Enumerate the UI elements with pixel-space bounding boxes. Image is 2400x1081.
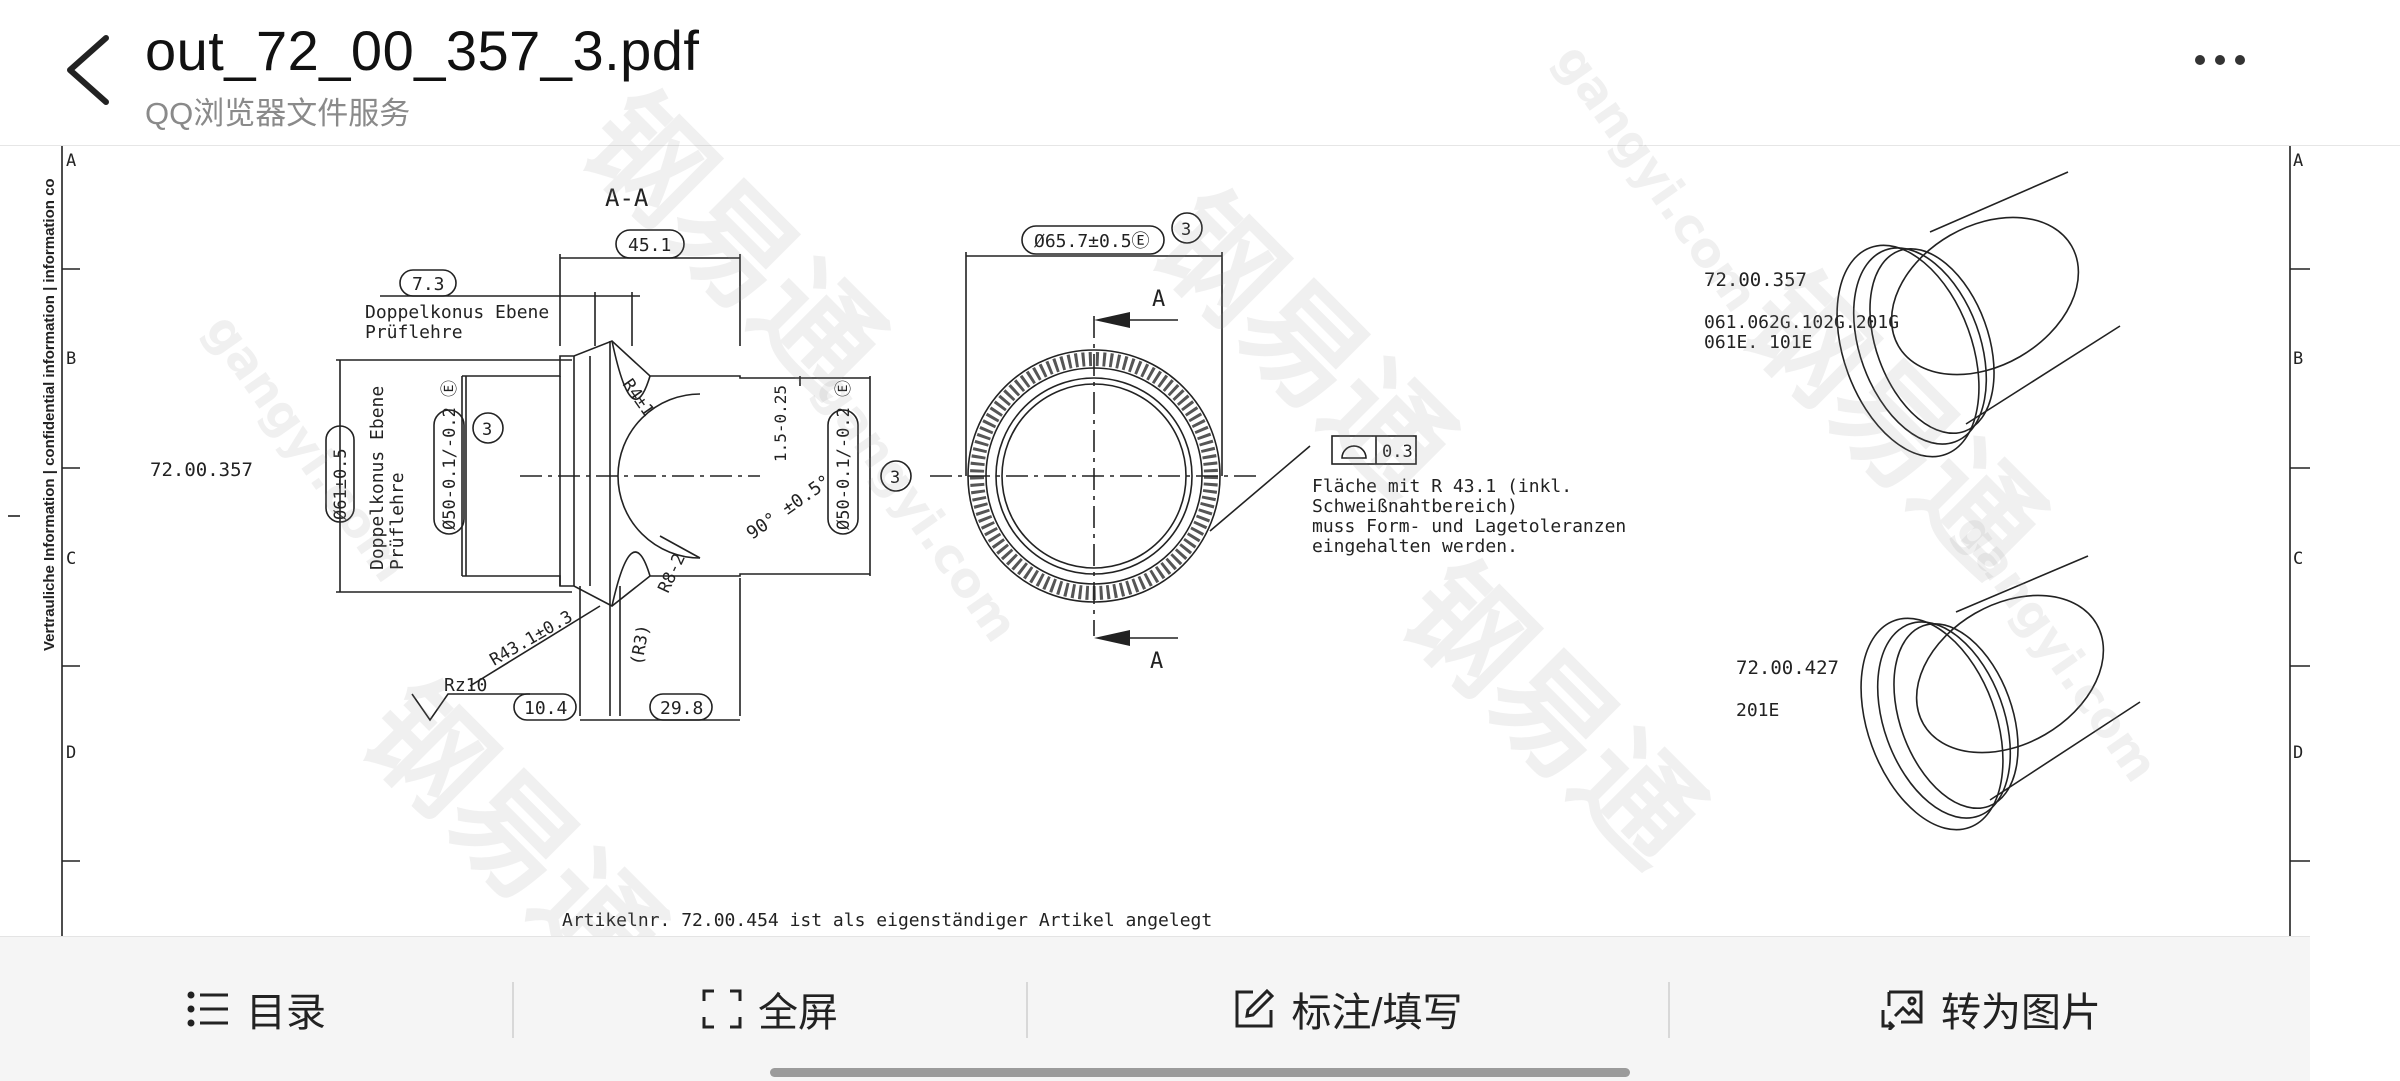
iso-views: 72.00.357 061.062G.102G.201G 061E. 101E … xyxy=(1704,171,2141,831)
surface-rz10: Rz10 xyxy=(444,675,487,696)
dim-r4: R4±1 xyxy=(618,375,658,420)
part-b-variants: 201E xyxy=(1736,700,1779,721)
front-view: Ø65.7±0.5Ⓔ 3 A A 0.3 Fläche mi xyxy=(930,212,1626,674)
surface-note-line: Fläche mit R 43.1 (inkl. xyxy=(1312,476,1572,497)
dim-10-4: 10.4 xyxy=(524,698,567,719)
bottom-toolbar: 目录 全屏 标注/填写 转为图片 xyxy=(0,936,2310,1081)
document-source: QQ浏览器文件服务 xyxy=(145,96,411,131)
dim-7-3: 7.3 xyxy=(412,274,445,295)
section-view: A-A 45.1 7.3 Doppelkonus Ebene Prüflehre xyxy=(325,184,912,722)
part-a-variants: 061.062G.102G.201G xyxy=(1704,312,1899,333)
border-letter: D xyxy=(66,743,76,763)
part-b-number: 72.00.427 xyxy=(1736,657,1839,679)
catalog-button[interactable]: 目录 xyxy=(0,937,512,1081)
border-letter: A xyxy=(66,151,76,171)
convert-to-image-button[interactable]: 转为图片 xyxy=(1670,937,2310,1081)
image-convert-icon xyxy=(1881,990,1923,1030)
more-dot-icon xyxy=(2195,55,2205,65)
tolerance-value: 0.3 xyxy=(1382,442,1413,462)
surface-note-line: Schweißnahtbereich) xyxy=(1312,496,1518,517)
confidential-side-text: Vertrauliche Information | confidential … xyxy=(41,178,58,651)
dim-dia-50-right: Ø50-0.1/-0.2 Ⓔ xyxy=(834,380,854,530)
toolbar-divider xyxy=(1668,982,1670,1038)
part-number-left: 72.00.357 xyxy=(150,459,253,481)
part-a-number: 72.00.357 xyxy=(1704,269,1807,291)
list-icon xyxy=(187,991,228,1027)
note-prueflehre-side: Prüflehre xyxy=(387,472,408,570)
dim-dia-65-7: Ø65.7±0.5Ⓔ xyxy=(1034,231,1150,252)
more-dot-icon xyxy=(2235,55,2245,65)
more-dot-icon xyxy=(2215,55,2225,65)
pdf-page[interactable]: A B C D A B C D Vertrauliche Information… xyxy=(0,146,2310,936)
convert-to-image-label: 转为图片 xyxy=(1941,991,2101,1035)
surface-note-line: eingehalten werden. xyxy=(1312,536,1518,557)
annotate-button[interactable]: 标注/填写 xyxy=(1028,937,1668,1081)
scroll-indicator[interactable] xyxy=(770,1068,1630,1077)
dim-thickness: 1.5-0.25 xyxy=(771,385,790,462)
app-header: out_72_00_357_3.pdf QQ浏览器文件服务 xyxy=(0,0,2400,146)
section-mark-a: A xyxy=(1150,649,1163,674)
note-doppelkonus-side: Doppelkonus Ebene xyxy=(367,386,388,570)
more-options-button[interactable] xyxy=(2190,52,2260,92)
toolbar-divider xyxy=(512,982,514,1038)
surface-note-line: muss Form- und Lagetoleranzen xyxy=(1312,516,1626,537)
border-letter: B xyxy=(2293,349,2303,369)
annotate-label: 标注/填写 xyxy=(1291,991,1463,1035)
technical-drawing: A B C D A B C D Vertrauliche Information… xyxy=(8,146,2310,936)
document-title: out_72_00_357_3.pdf xyxy=(145,19,700,82)
section-mark-a: A xyxy=(1152,287,1165,312)
back-button[interactable] xyxy=(58,30,118,110)
part-a-variants: 061E. 101E xyxy=(1704,332,1812,353)
edit-icon xyxy=(1235,988,1275,1028)
chevron-left-icon xyxy=(67,35,109,105)
border-letter: C xyxy=(2293,549,2303,569)
border-letter: D xyxy=(2293,743,2303,763)
dim-45-1: 45.1 xyxy=(628,235,671,256)
border-letter: A xyxy=(2293,151,2303,171)
fullscreen-label: 全屏 xyxy=(758,991,838,1035)
article-note: Artikelnr. 72.00.454 ist als eigenständi… xyxy=(562,910,1212,931)
dim-r43: R43.1±0.3 xyxy=(487,607,577,670)
dim-angle: 90° ±0.5° xyxy=(743,471,835,544)
callout-3: 3 xyxy=(482,420,492,440)
border-letter: C xyxy=(66,549,76,569)
dim-dia-61: Ø61±0.5 xyxy=(331,448,351,520)
fullscreen-button[interactable]: 全屏 xyxy=(514,937,1026,1081)
note-prueflehre: Prüflehre xyxy=(365,322,463,343)
fullscreen-icon xyxy=(702,989,742,1029)
callout-3: 3 xyxy=(890,468,900,488)
border-letter: B xyxy=(66,349,76,369)
note-doppelkonus: Doppelkonus Ebene xyxy=(365,302,549,323)
dim-r8: R8-2 xyxy=(654,551,689,597)
dim-29-8: 29.8 xyxy=(660,698,703,719)
section-label: A-A xyxy=(605,184,649,212)
dim-dia-50-left: Ø50-0.1/-0.2 Ⓔ xyxy=(440,380,460,530)
toolbar-divider xyxy=(1026,982,1028,1038)
callout-3: 3 xyxy=(1181,220,1191,240)
dim-r3: (R3) xyxy=(627,623,654,667)
catalog-label: 目录 xyxy=(246,991,326,1035)
